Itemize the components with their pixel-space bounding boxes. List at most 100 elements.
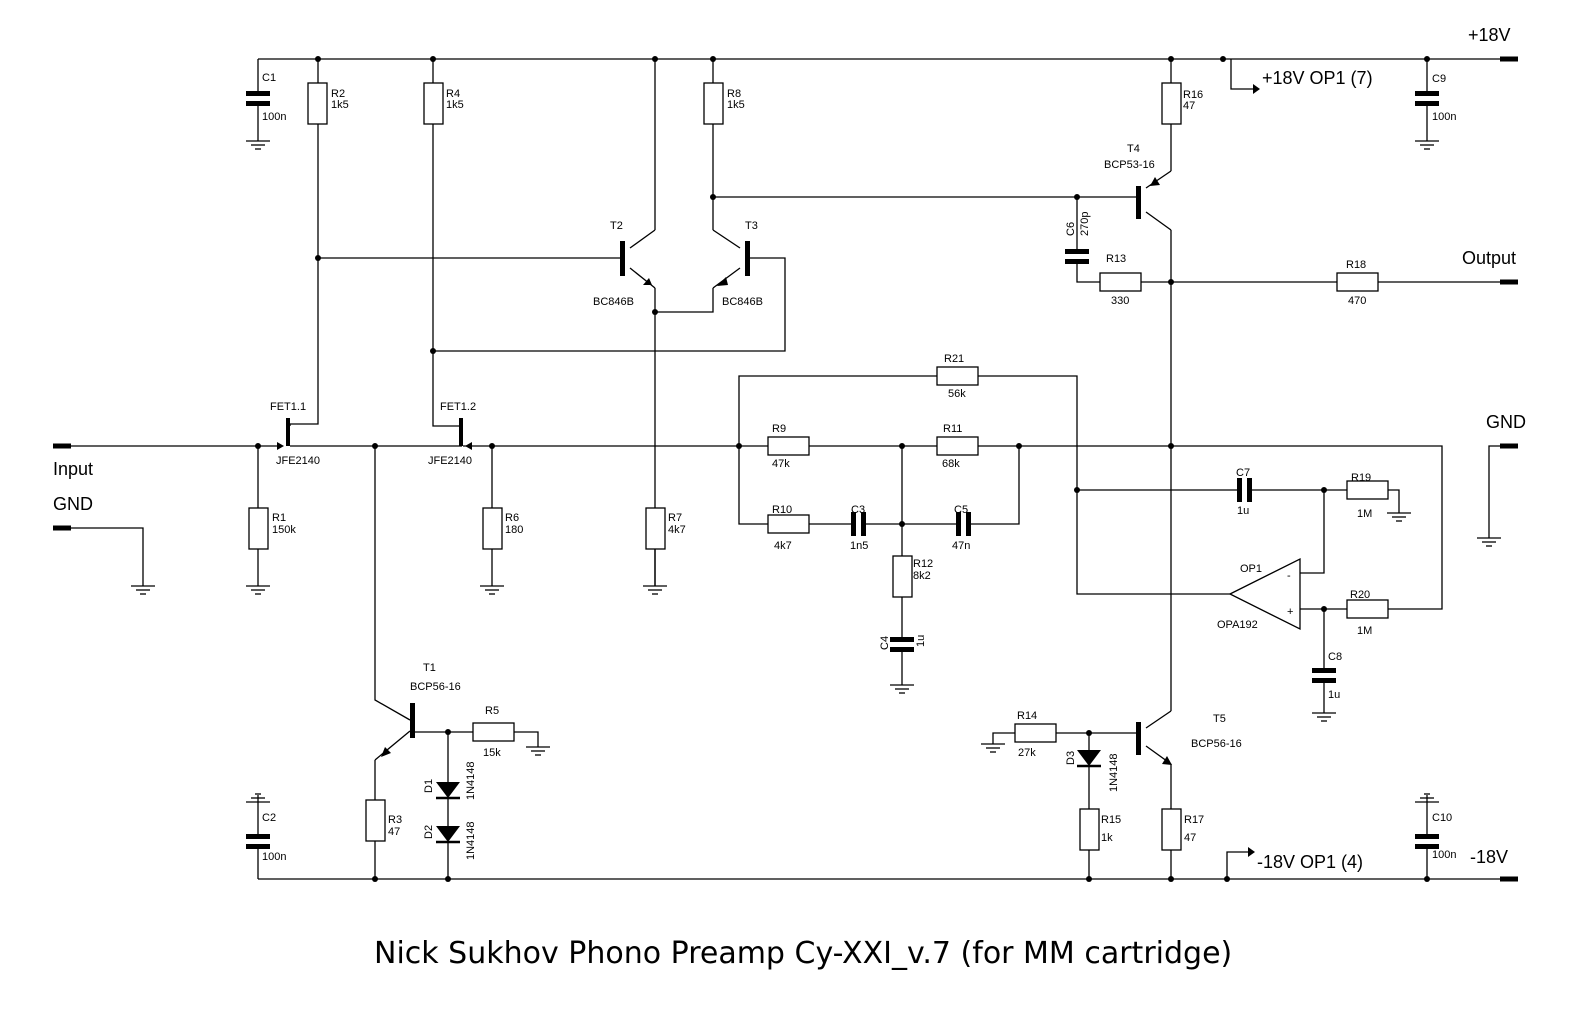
c3-ref: C3	[851, 504, 865, 516]
r4-value: 1k5	[446, 99, 464, 111]
t4-value: BCP53-16	[1104, 159, 1155, 171]
t1-value: BCP56-16	[410, 681, 461, 693]
r18-ref: R18	[1346, 259, 1366, 271]
capacitor-c2	[245, 793, 271, 879]
t3-ref: T3	[745, 220, 758, 232]
r17-ref: R17	[1184, 814, 1204, 826]
d1-ref: D1	[423, 779, 435, 793]
capacitor-c9	[1414, 59, 1440, 150]
r6-value: 180	[505, 524, 523, 536]
minus18-op-label: -18V OP1 (4)	[1257, 852, 1363, 872]
minus18-op-wire	[1226, 851, 1253, 879]
c10-ref: C10	[1432, 812, 1452, 824]
resistor-r13	[1099, 272, 1171, 292]
r15-value: 1k	[1101, 832, 1113, 844]
r1-ref: R1	[272, 512, 286, 524]
wire-r10	[738, 446, 768, 525]
c10-value: 100n	[1432, 849, 1456, 861]
t2-value: BC846B	[593, 296, 634, 308]
c7-ref: C7	[1236, 467, 1250, 479]
junctions	[255, 56, 1430, 882]
fet1-2-ref: FET1.2	[440, 401, 476, 413]
r20-ref: R20	[1350, 589, 1370, 601]
r14-ref: R14	[1017, 710, 1037, 722]
output-label[interactable]: Output	[1462, 248, 1516, 268]
capacitor-c6	[1065, 197, 1100, 283]
diode-d3	[1077, 733, 1101, 809]
c8-value: 1u	[1328, 689, 1340, 701]
r10-value: 4k7	[774, 540, 792, 552]
r11-ref: R11	[943, 423, 962, 435]
r2-value: 1k5	[331, 99, 349, 111]
r18-value: 470	[1348, 295, 1366, 307]
resistor-r19	[1346, 480, 1412, 522]
plus18-op-wire	[1230, 59, 1258, 90]
gnd-right-label: GND	[1486, 412, 1526, 432]
resistor-r4	[423, 59, 462, 427]
r19-value: 1M	[1357, 508, 1372, 520]
resistor-r3	[365, 799, 386, 879]
capacitor-c4	[889, 637, 915, 694]
resistor-r9	[767, 436, 810, 456]
r7-ref: R7	[668, 512, 682, 524]
r2-ref: R2	[331, 88, 345, 100]
resistor-r14	[980, 723, 1136, 753]
t5-value: BCP56-16	[1191, 738, 1242, 750]
r16-value: 47	[1183, 100, 1195, 112]
diode-d1-d2	[436, 732, 460, 879]
resistor-r21	[936, 366, 1230, 595]
c6-ref: C6	[1065, 222, 1077, 236]
r13-value: 330	[1111, 295, 1129, 307]
resistor-r20	[1346, 445, 1443, 619]
transistor-t3	[655, 229, 750, 313]
c2-ref: C2	[262, 812, 276, 824]
c1-ref: C1	[262, 72, 276, 84]
r6-ref: R6	[505, 512, 519, 524]
t3-value: BC846B	[722, 296, 763, 308]
plus18-op-label: +18V OP1 (7)	[1262, 68, 1373, 88]
r3-ref: R3	[388, 814, 402, 826]
resistor-r8	[703, 59, 724, 230]
transistor-t4	[1136, 170, 1172, 711]
arrow-icon	[1248, 847, 1255, 857]
c4-value: 1u	[915, 635, 927, 647]
r5-ref: R5	[485, 705, 499, 717]
c7-value: 1u	[1237, 505, 1249, 517]
t1-ref: T1	[423, 662, 436, 674]
c1-value: 100n	[262, 111, 286, 123]
r7-value: 4k7	[668, 524, 686, 536]
gnd-left-wire	[71, 527, 144, 586]
schematic-title: Nick Sukhov Phono Preamp Cy-XXI_v.7 (for…	[374, 936, 1232, 971]
r8-value: 1k5	[727, 99, 745, 111]
d3-ref: D3	[1065, 751, 1077, 765]
capacitor-c8	[1311, 609, 1337, 722]
c9-ref: C9	[1432, 73, 1446, 85]
r9-ref: R9	[772, 423, 786, 435]
r4-ref: R4	[446, 88, 460, 100]
wire-r21-left	[738, 375, 937, 446]
d2-ref: D2	[423, 825, 435, 839]
resistor-r10	[767, 514, 851, 534]
capacitor-c7	[1237, 478, 1347, 502]
t5-ref: T5	[1213, 713, 1226, 725]
d2-value: 1N4148	[465, 821, 477, 860]
r10-ref: R10	[772, 504, 792, 516]
resistor-r15	[1079, 808, 1100, 879]
resistor-r5	[472, 722, 551, 756]
t2-ref: T2	[610, 220, 623, 232]
r1-value: 150k	[272, 524, 296, 536]
r9-value: 47k	[772, 458, 790, 470]
r8-ref: R8	[727, 88, 741, 100]
c4-ref: C4	[879, 636, 891, 650]
op1-minus-label: -	[1287, 570, 1291, 582]
c5-ref: C5	[954, 504, 968, 516]
r21-ref: R21	[944, 353, 964, 365]
gnd-left-label: GND	[53, 494, 93, 514]
r12-value: 8k2	[913, 570, 931, 582]
r14-value: 27k	[1018, 747, 1036, 759]
jfet-fet1-1	[277, 418, 462, 450]
r20-value: 1M	[1357, 625, 1372, 637]
r3-value: 47	[388, 826, 400, 838]
c9-value: 100n	[1432, 111, 1456, 123]
